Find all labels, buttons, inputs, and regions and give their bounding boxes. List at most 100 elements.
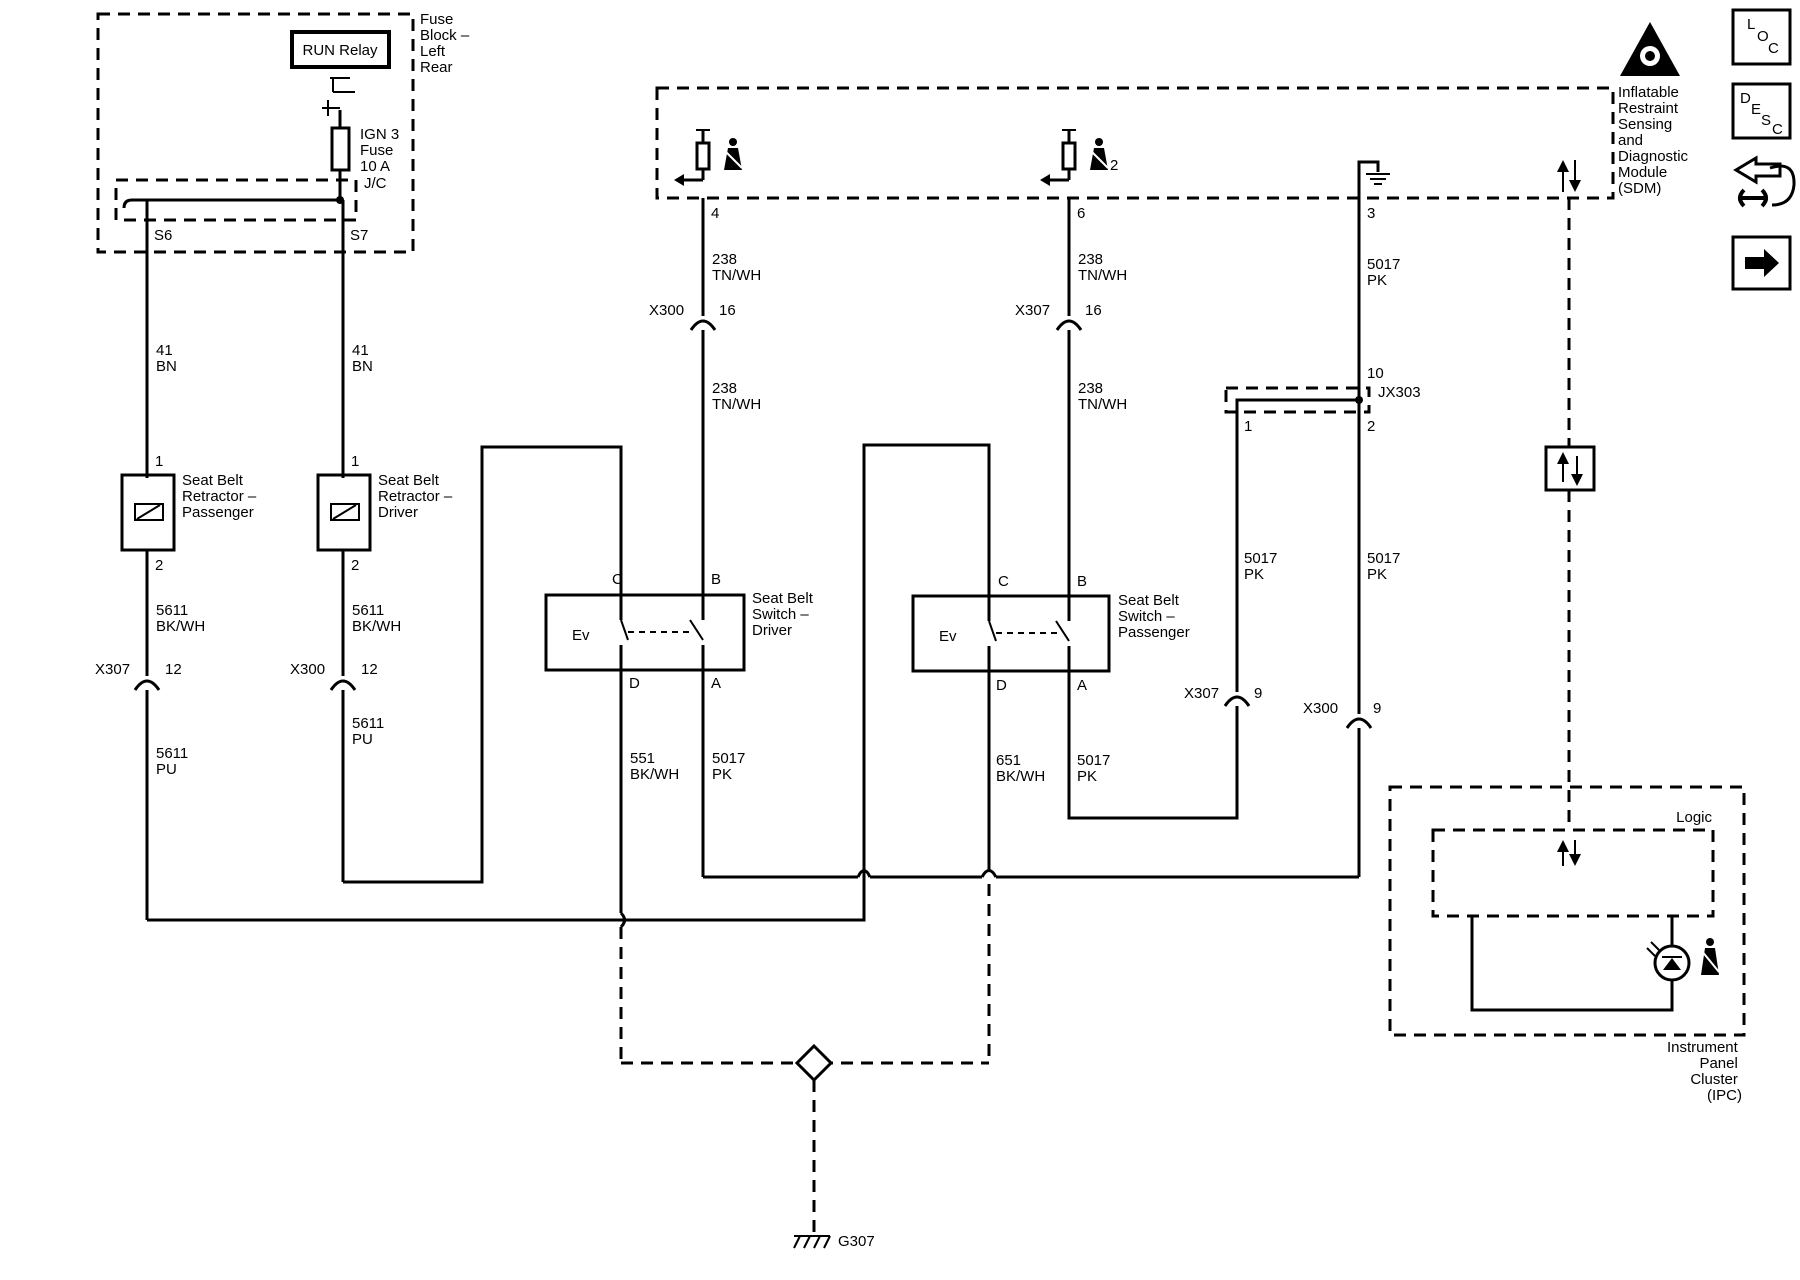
- passenger-icon-suffix: 2: [1110, 157, 1118, 174]
- conn-x307-16-name: X307: [1015, 302, 1050, 319]
- connector-repair-icon[interactable]: [1733, 155, 1796, 208]
- module-ground-icon: [1366, 173, 1390, 185]
- switch-passenger-pin-c: C: [998, 573, 1009, 590]
- jc-label: J/C: [364, 175, 387, 192]
- connector-x300-12: [329, 679, 357, 691]
- jc-outline: [114, 178, 358, 222]
- fuse-block: Fuse Block – Left Rear RUN Relay IGN 3 F…: [96, 11, 473, 254]
- splice-s7: S7: [350, 227, 368, 244]
- splice-diamond-icon: [794, 1043, 834, 1083]
- next-page-arrow-icon[interactable]: [1731, 235, 1792, 291]
- ipc-module: Instrument Panel Cluster (IPC) Logic: [1388, 785, 1746, 1104]
- ipc-logic-arrows-icon: [1557, 840, 1581, 866]
- ipc-label: Instrument Panel Cluster (IPC): [1667, 1039, 1742, 1104]
- switch-driver-pin-a: A: [711, 675, 721, 692]
- location-button[interactable]: L O C: [1731, 8, 1792, 66]
- switch-passenger: C B Ev Seat Belt Switch – Passenger D A …: [911, 573, 1239, 1063]
- data-link-arrows-icon: [1557, 160, 1581, 192]
- description-button[interactable]: D E S C: [1731, 82, 1792, 140]
- switch-driver-pin-d: D: [629, 675, 640, 692]
- switch-passenger-pin-d: D: [996, 677, 1007, 694]
- svg-text:O: O: [1757, 28, 1769, 45]
- ground-g307-label: G307: [838, 1233, 875, 1250]
- jx303-label: JX303: [1378, 384, 1421, 401]
- conn-x307-9-pin: 9: [1254, 685, 1262, 702]
- serial-data-link: [1544, 198, 1596, 830]
- serial-data-box: [1544, 445, 1596, 492]
- switch-driver-pin-c: C: [612, 571, 623, 588]
- run-relay-label: RUN Relay: [302, 42, 378, 59]
- seatbelt-passenger-icon: [1089, 138, 1109, 170]
- connector-x300-9: [1345, 717, 1373, 729]
- jx303-outline: [1224, 386, 1371, 414]
- ipc-logic-label: Logic: [1676, 809, 1712, 826]
- jx303-pin-2: 2: [1367, 418, 1375, 435]
- ground-g307: G307: [621, 1043, 989, 1250]
- ipc-outline: [1388, 785, 1746, 1037]
- retractor-passenger-pin1: 1: [155, 453, 163, 470]
- ign3-fuse-label: IGN 3 Fuse 10 A: [360, 126, 403, 175]
- ipc-logic-outline: [1431, 828, 1715, 918]
- retractor-driver-label: Seat Belt Retractor – Driver: [378, 472, 456, 521]
- retractor-passenger-pin2: 2: [155, 557, 163, 574]
- sdm-outline: [655, 86, 1615, 200]
- connector-x307-16: [1055, 319, 1083, 331]
- sdm-pin-4: 4: [711, 205, 719, 222]
- seatbelt-indicator-icon: [1700, 938, 1720, 975]
- conn-x300-9-name: X300: [1303, 700, 1338, 717]
- seatbelt-indicator-led-icon: [1646, 941, 1691, 982]
- svg-text:C: C: [1768, 40, 1779, 57]
- switch-passenger-box: [911, 594, 1111, 673]
- svg-text:D: D: [1740, 90, 1751, 107]
- serial-data-arrows-icon: [1557, 452, 1583, 486]
- switch-driver-ev: Ev: [572, 627, 590, 644]
- connector-x307-12: [133, 679, 161, 691]
- svg-text:S: S: [1761, 112, 1771, 129]
- connector-x307-9: [1223, 695, 1251, 707]
- jx303-pin-10: 10: [1367, 365, 1384, 382]
- switch-passenger-ev: Ev: [939, 628, 957, 645]
- retractor-passenger-label: Seat Belt Retractor – Passenger: [182, 472, 260, 521]
- switch-passenger-pin-a: A: [1077, 677, 1087, 694]
- jx303-pin-1: 1: [1244, 418, 1252, 435]
- ground-icon: [793, 1235, 831, 1249]
- ipc-indicator-circuit: [1470, 916, 1674, 1012]
- fuse-block-label: Fuse Block – Left Rear: [420, 11, 473, 76]
- retractor-passenger-coil: [134, 503, 164, 521]
- conn-x307-12-pin: 12: [165, 661, 182, 678]
- ign3-fuse: [330, 126, 351, 172]
- switch-driver: C B Ev Seat Belt Switch – Driver D A 551…: [544, 571, 817, 1063]
- retractor-driver-coil: [330, 503, 360, 521]
- fuse-block-outline: [96, 12, 415, 254]
- sdm-module: Inflatable Restraint Sensing and Diagnos…: [655, 22, 1692, 222]
- switch-driver-label: Seat Belt Switch – Driver: [752, 590, 817, 639]
- sdm-label: Inflatable Restraint Sensing and Diagnos…: [1618, 84, 1692, 197]
- conn-x300-16-name: X300: [649, 302, 684, 319]
- conn-x307-12-name: X307: [95, 661, 130, 678]
- airbag-warning-icon: [1620, 22, 1680, 76]
- switch-passenger-label: Seat Belt Switch – Passenger: [1118, 592, 1190, 641]
- splice-s6: S6: [154, 227, 172, 244]
- seatbelt-driver-icon: [723, 138, 743, 170]
- conn-x300-9-pin: 9: [1373, 700, 1381, 717]
- sdm-pin-3: 3: [1367, 205, 1375, 222]
